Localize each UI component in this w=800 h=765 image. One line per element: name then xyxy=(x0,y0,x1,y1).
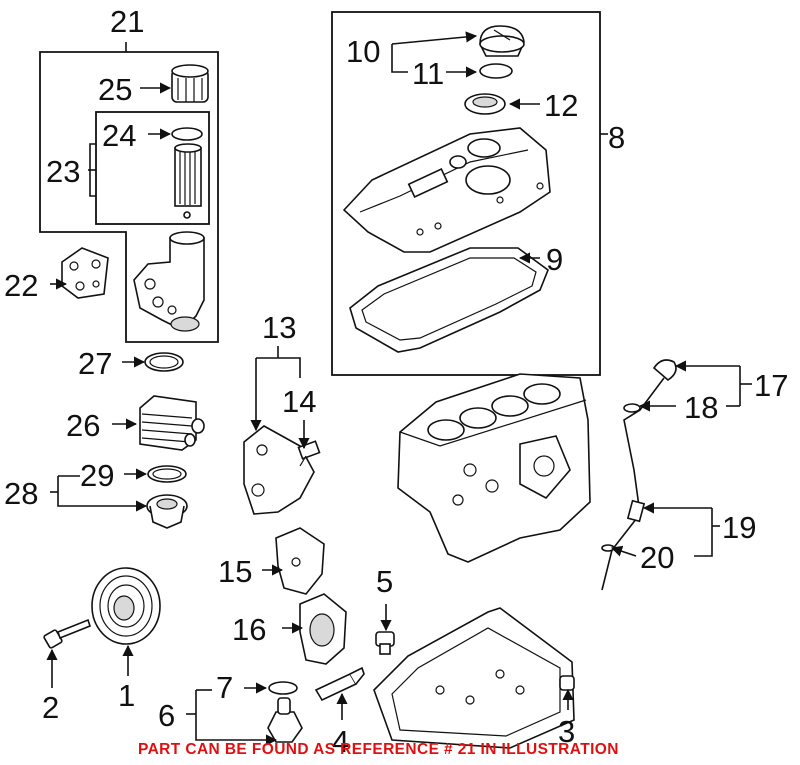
drain-plug xyxy=(559,675,575,691)
callout-24: 24 xyxy=(102,118,136,153)
oil-filter-housing xyxy=(133,231,205,332)
valve-cover-group-box xyxy=(331,11,601,376)
callout-27: 27 xyxy=(78,346,112,381)
timing-cover-middle xyxy=(275,527,325,595)
oil-pressure-switch xyxy=(375,631,395,655)
filler-neck xyxy=(464,93,506,115)
oil-filter-element-group-box xyxy=(95,111,210,225)
callout-20: 20 xyxy=(640,540,674,575)
valve-cover-gasket xyxy=(349,247,549,353)
oil-filler-cap xyxy=(479,25,525,57)
callout-2: 2 xyxy=(42,690,59,725)
callout-13: 13 xyxy=(262,310,296,345)
callout-8: 8 xyxy=(608,120,625,155)
valve-cover xyxy=(342,127,551,253)
callout-29: 29 xyxy=(80,458,114,493)
callout-22: 22 xyxy=(4,268,38,303)
callout-6: 6 xyxy=(158,698,175,733)
callout-18: 18 xyxy=(684,390,718,425)
callout-1: 1 xyxy=(118,678,135,713)
callout-28: 28 xyxy=(4,476,38,511)
sealant-tube xyxy=(314,666,365,702)
cooler-seal-top-inner xyxy=(149,355,179,369)
callout-19: 19 xyxy=(722,510,756,545)
callout-3: 3 xyxy=(558,714,575,749)
timing-cover-lower xyxy=(299,593,347,665)
callout-14: 14 xyxy=(282,384,316,419)
oil-filter-element xyxy=(174,143,202,219)
oil-cooler xyxy=(139,395,205,451)
pump-o-ring xyxy=(268,681,298,695)
oil-pan xyxy=(373,607,575,749)
callout-10: 10 xyxy=(346,34,380,69)
oil-pump-pickup xyxy=(267,697,303,743)
cooler-seal-inner xyxy=(152,468,182,480)
callout-4: 4 xyxy=(332,724,349,759)
timing-cover-upper xyxy=(243,425,315,515)
callout-7: 7 xyxy=(216,670,233,705)
engine-block xyxy=(397,373,591,563)
callout-17: 17 xyxy=(754,368,788,403)
oil-filter-cap xyxy=(171,64,209,103)
callout-15: 15 xyxy=(218,554,252,589)
callout-5: 5 xyxy=(376,564,393,599)
housing-gasket xyxy=(61,247,109,299)
callout-9: 9 xyxy=(546,242,563,277)
callout-12: 12 xyxy=(544,88,578,123)
callout-26: 26 xyxy=(66,408,100,443)
filler-cap-seal xyxy=(479,63,513,79)
footer-note: PART CAN BE FOUND AS REFERENCE # 21 IN I… xyxy=(138,741,619,758)
filter-o-ring xyxy=(171,127,203,141)
callout-25: 25 xyxy=(98,72,132,107)
crankshaft-pulley xyxy=(91,567,161,645)
callout-23: 23 xyxy=(46,154,80,189)
callout-16: 16 xyxy=(232,612,266,647)
oil-filter-housing-group-box xyxy=(39,51,219,343)
pulley-bolt xyxy=(43,618,91,649)
callout-21: 21 xyxy=(110,4,144,39)
cooler-adapter xyxy=(146,494,188,529)
callout-11: 11 xyxy=(412,56,444,91)
